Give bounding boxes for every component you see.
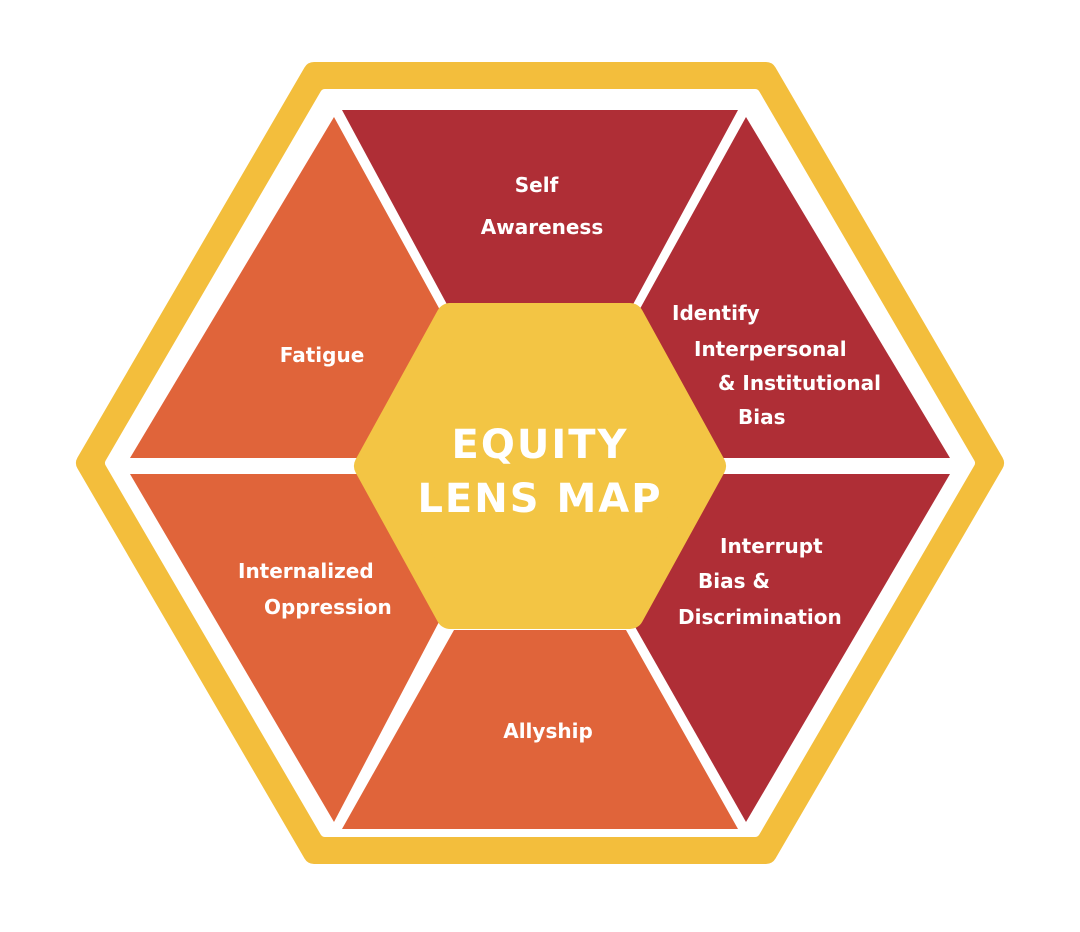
label-internalized-oppression: Internalized Oppression	[238, 559, 392, 619]
label-interrupt-bias: Interrupt Bias & Discrimination	[678, 534, 842, 629]
label-identify-bias-line: Interpersonal	[694, 337, 847, 361]
label-fatigue-line: Fatigue	[280, 343, 365, 367]
center-hexagon	[354, 303, 726, 629]
label-identify-bias-line: Identify	[672, 301, 760, 325]
label-interrupt-bias-line: Discrimination	[678, 605, 842, 629]
label-internalized-oppression-line: Oppression	[264, 595, 392, 619]
segment-identify-bias[interactable]	[636, 117, 950, 458]
label-allyship: Allyship	[503, 719, 593, 743]
segment-interrupt-bias[interactable]	[634, 474, 950, 822]
segment-allyship[interactable]	[342, 630, 738, 829]
label-allyship-line: Allyship	[503, 719, 593, 743]
segment-self-awareness[interactable]	[342, 110, 738, 310]
label-self-awareness-line: Self	[515, 173, 559, 197]
label-identify-bias-line: Bias	[738, 405, 786, 429]
label-internalized-oppression-line: Internalized	[238, 559, 374, 583]
center-title-line-2: LENS MAP	[417, 476, 662, 522]
label-identify-bias: Identify Interpersonal & Institutional B…	[672, 301, 888, 429]
label-interrupt-bias-line: Bias &	[698, 569, 770, 593]
label-interrupt-bias-line: Interrupt	[720, 534, 823, 558]
label-self-awareness: Self Awareness	[481, 173, 604, 239]
segment-fatigue[interactable]	[130, 117, 440, 458]
label-self-awareness-line: Awareness	[481, 215, 604, 239]
label-identify-bias-line: & Institutional	[718, 371, 881, 395]
segment-internalized-oppression[interactable]	[130, 474, 440, 822]
label-fatigue: Fatigue	[280, 343, 365, 367]
center-title-line-1: EQUITY	[452, 422, 629, 468]
